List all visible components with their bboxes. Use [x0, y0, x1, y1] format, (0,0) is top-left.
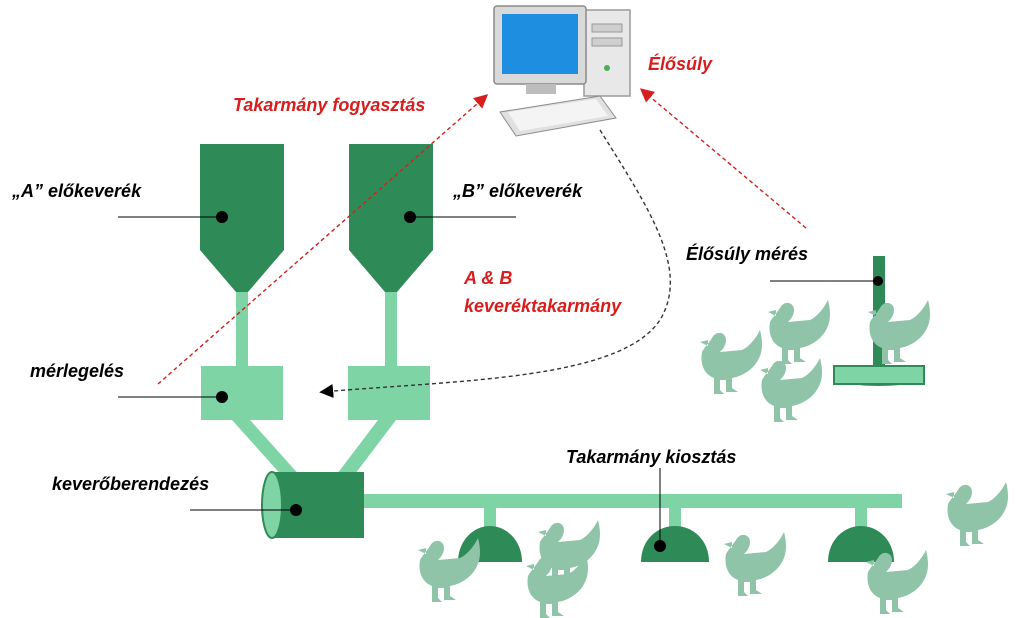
scale-a	[201, 366, 283, 420]
label-mixed-feed-line1: A & B	[464, 268, 513, 288]
dot-premix-a	[216, 211, 228, 223]
dot-weighing	[216, 391, 228, 403]
label-mixer: keverőberendezés	[52, 474, 210, 494]
feeder-rail	[362, 494, 902, 508]
mixer-end	[261, 471, 283, 539]
hopper-a	[200, 144, 284, 292]
computer-icon	[493, 5, 631, 137]
label-premix-b: „B” előkeverék	[453, 181, 583, 201]
feeder-3	[828, 508, 894, 562]
dot-feed-distribution	[654, 540, 666, 552]
dot-mixer	[290, 504, 302, 516]
feed-consumption-arrow	[157, 94, 489, 385]
mixed-feed-arrow	[319, 129, 671, 399]
label-mixed-feed-line2: keveréktakarmány	[464, 296, 622, 316]
label-live-weight-measurement: Élősúly mérés	[686, 244, 809, 264]
feeder-2	[641, 508, 709, 562]
pipe-b	[385, 292, 397, 366]
hopper-b	[349, 144, 433, 292]
dot-premix-b	[404, 211, 416, 223]
live-weight-arrow	[639, 88, 807, 229]
scale-b	[348, 366, 430, 420]
label-weighing: mérlegelés	[30, 361, 125, 381]
label-feed-consumption: Takarmány fogyasztás	[233, 95, 426, 115]
dot-live-weight-measurement	[873, 276, 883, 286]
pipe-scale-b-mixer	[334, 420, 396, 478]
mixer	[272, 472, 364, 538]
pipe-a	[236, 292, 248, 366]
label-live-weight: Élősúly	[648, 54, 713, 74]
label-feed-distribution: Takarmány kiosztás	[566, 447, 737, 467]
label-premix-a: „A” előkeverék	[12, 181, 142, 201]
pipe-scale-a-mixer	[232, 420, 302, 478]
weighing-platform	[833, 365, 925, 385]
